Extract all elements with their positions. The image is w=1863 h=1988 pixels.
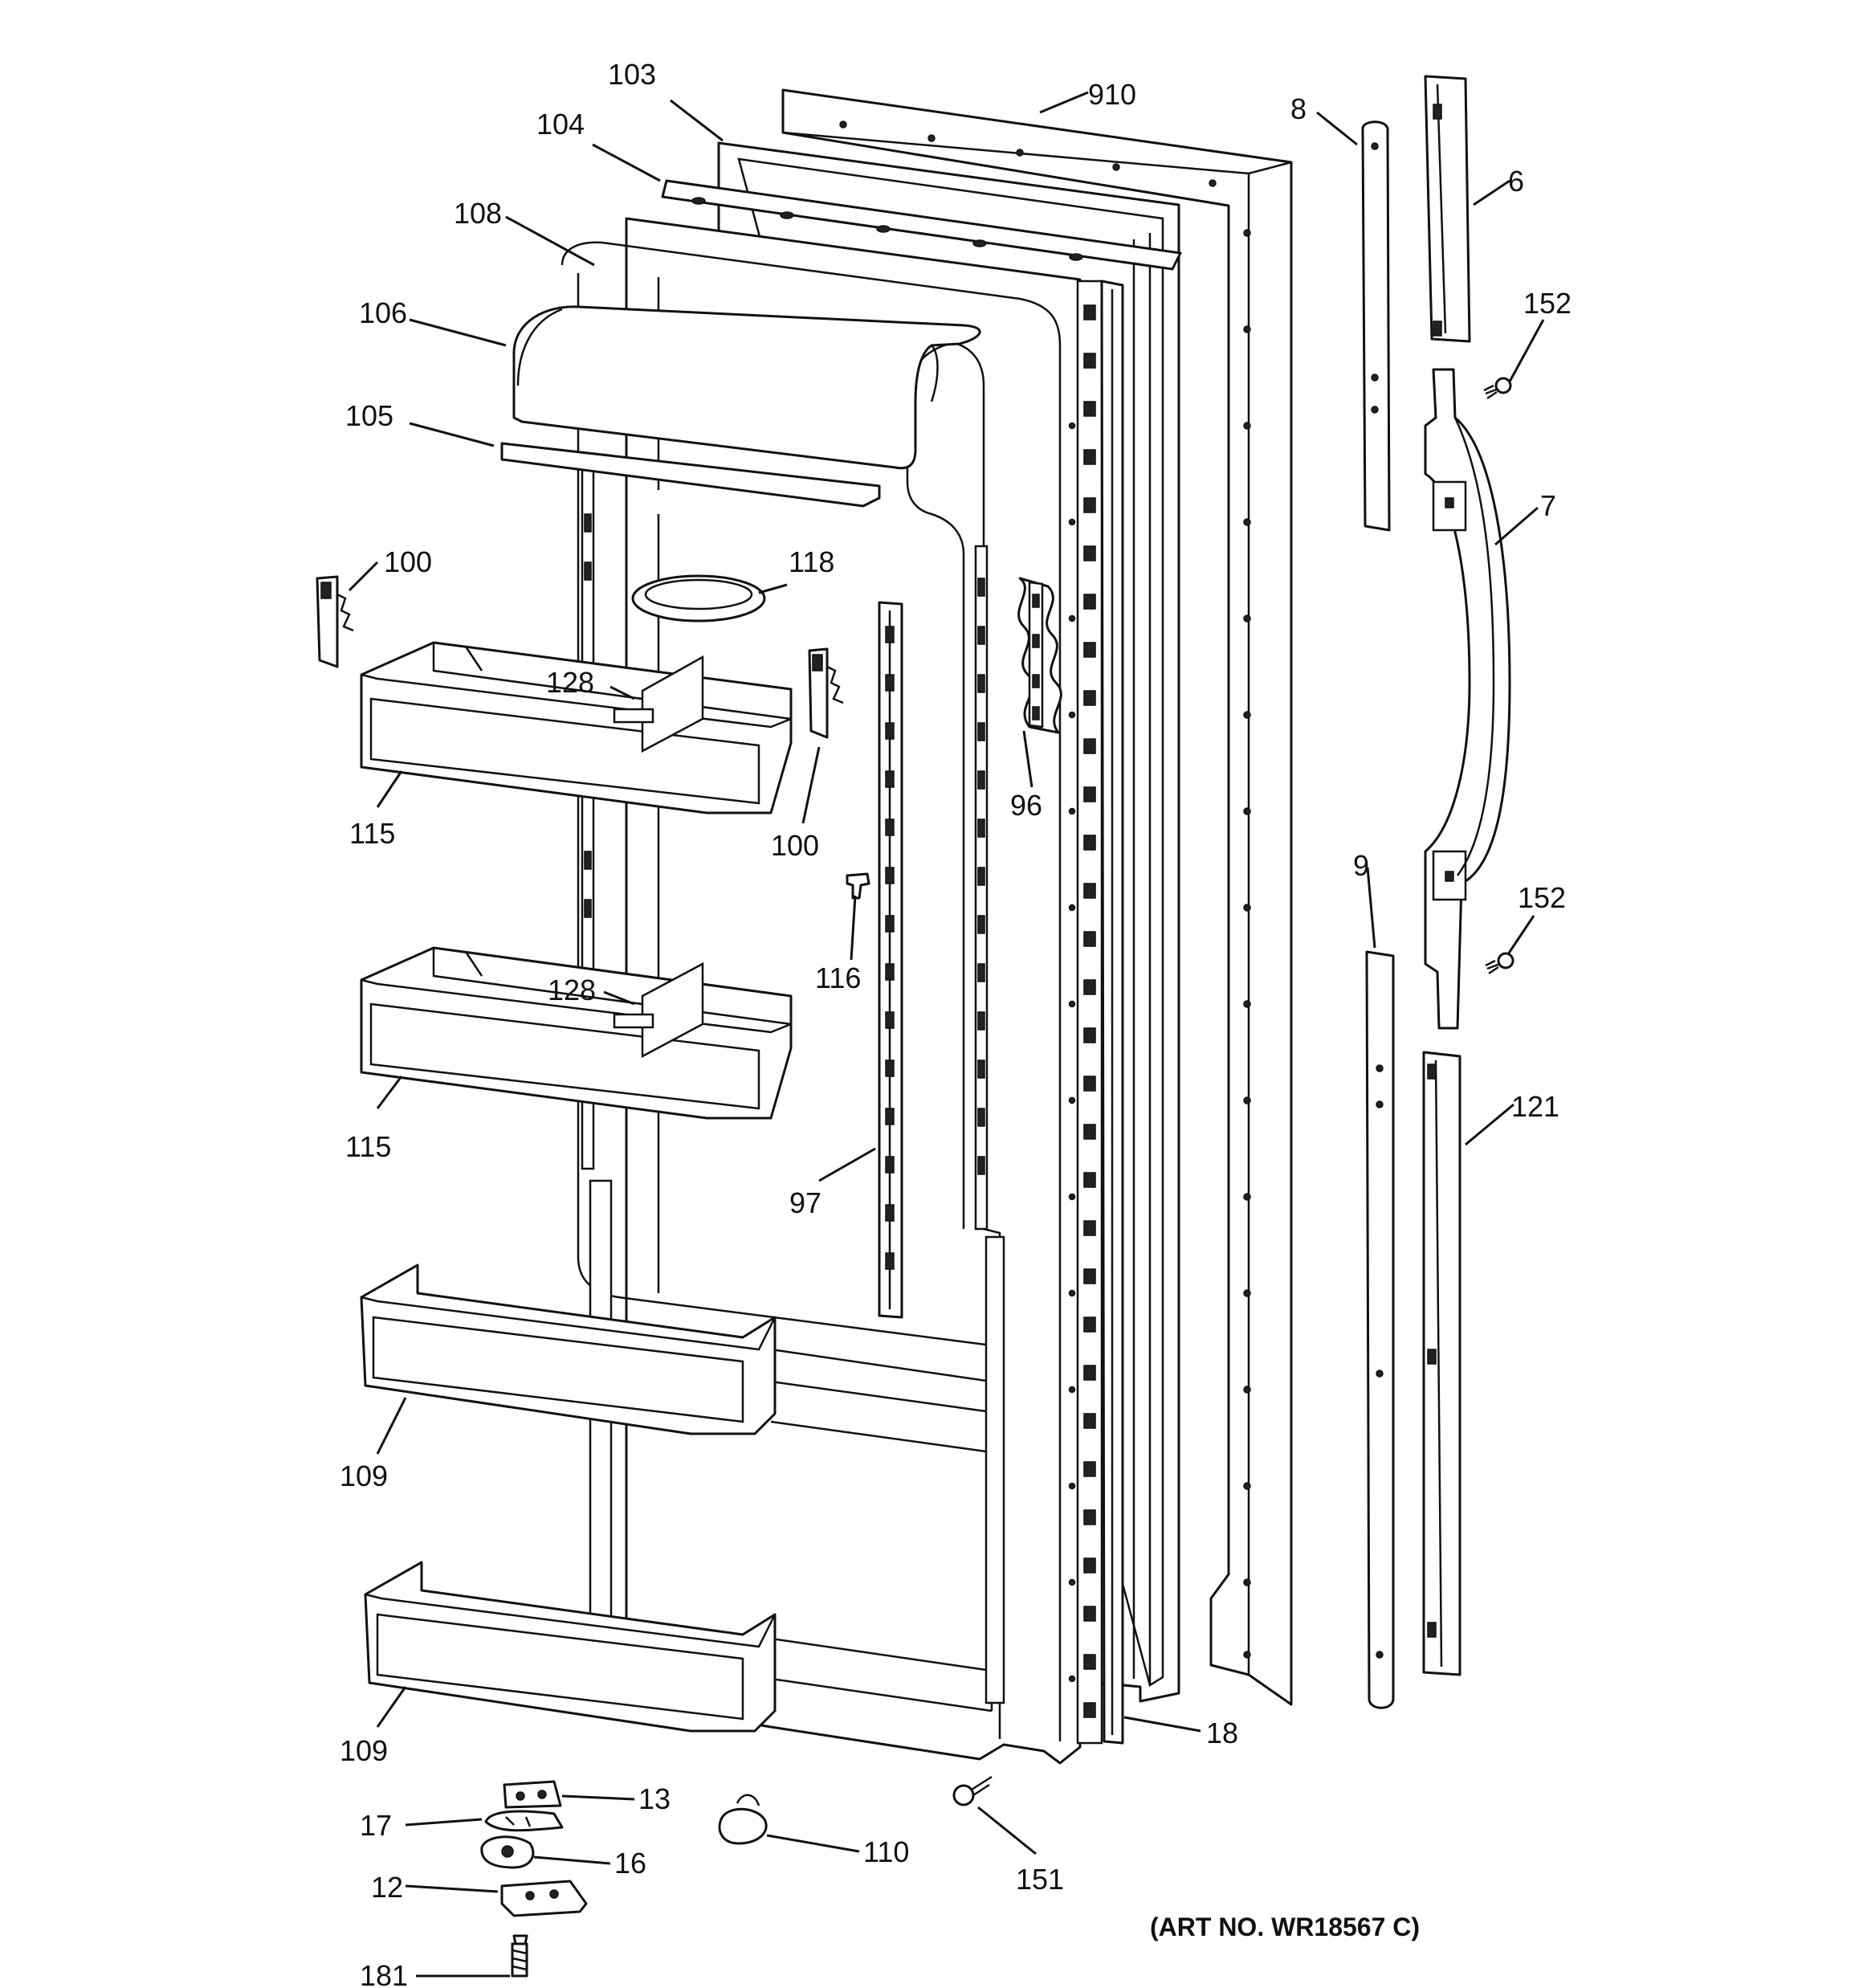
callout-18: 18 <box>1206 1717 1238 1749</box>
hinge-cam <box>480 1835 535 1869</box>
door-stop <box>718 1794 768 1845</box>
callout-17: 17 <box>360 1809 392 1842</box>
cutaway-rail <box>1017 577 1062 734</box>
upper-handle-cap <box>1424 75 1471 343</box>
hinge-shim <box>484 1810 564 1832</box>
callout-110: 110 <box>863 1835 909 1868</box>
callout-115-upper: 115 <box>349 817 395 850</box>
callout-151: 151 <box>1016 1863 1064 1896</box>
callout-116: 116 <box>815 961 861 994</box>
callout-128-lower: 128 <box>548 974 596 1006</box>
callout-13: 13 <box>638 1782 671 1815</box>
dairy-compartment-door <box>512 305 981 470</box>
callout-152-upper: 152 <box>1523 287 1572 320</box>
callout-96: 96 <box>1010 789 1042 822</box>
shelf-support-clip-left <box>316 575 354 668</box>
outer-door-panel <box>781 88 1293 1706</box>
door-bin-middle <box>360 946 793 1120</box>
callout-115-lower: 115 <box>345 1130 391 1163</box>
art-number: (ART NO. WR18567 C) <box>1150 1912 1420 1941</box>
lower-handle-cap <box>1422 1051 1461 1676</box>
door-handle <box>1424 368 1511 1030</box>
callout-105: 105 <box>345 399 393 432</box>
callout-100-upper: 100 <box>384 545 432 578</box>
shelf-support-clip-right <box>808 647 844 739</box>
callout-97: 97 <box>789 1186 821 1219</box>
callout-109-lower: 109 <box>340 1734 388 1767</box>
small-clip <box>846 872 870 900</box>
hinge-screw <box>511 1934 528 1978</box>
callout-181: 181 <box>360 1959 408 1988</box>
callout-118: 118 <box>789 545 834 578</box>
handle-screw-upper <box>1483 377 1512 400</box>
callout-106: 106 <box>359 296 407 329</box>
liner-side-strip <box>1100 280 1124 1745</box>
hinge-plate <box>503 1780 562 1809</box>
hinge-bracket <box>500 1880 588 1917</box>
callout-910: 910 <box>1088 78 1136 111</box>
dairy-door-trim <box>500 442 881 508</box>
handle-screw-lower <box>1485 952 1514 975</box>
door-bin-lower-2 <box>364 1561 777 1733</box>
door-bin-upper <box>360 641 793 814</box>
callout-9: 9 <box>1353 849 1369 882</box>
door-bin-lower-1 <box>360 1263 777 1435</box>
callout-104: 104 <box>536 108 585 141</box>
callout-8: 8 <box>1290 92 1307 125</box>
callout-152-lower: 152 <box>1518 881 1566 914</box>
callout-16: 16 <box>614 1847 646 1880</box>
lower-handle-trim <box>1365 950 1395 1709</box>
oval-light-lens <box>631 574 766 623</box>
callout-labels: 910 103 104 108 106 105 100 118 128 115 … <box>340 58 1572 1988</box>
vertical-shelf-rail <box>878 601 903 1319</box>
callout-103: 103 <box>608 58 656 91</box>
callout-7: 7 <box>1540 489 1556 522</box>
callout-12: 12 <box>371 1871 403 1904</box>
callout-6: 6 <box>1508 165 1524 198</box>
callout-108: 108 <box>454 197 502 230</box>
upper-handle-trim <box>1361 120 1391 532</box>
top-trim-strip <box>661 179 1182 271</box>
callout-109-upper: 109 <box>340 1459 388 1492</box>
callout-128-upper: 128 <box>546 666 594 699</box>
bottom-screw <box>952 1775 993 1806</box>
leader-lines <box>348 91 1545 1978</box>
callout-121: 121 <box>1511 1090 1559 1123</box>
callout-100-lower: 100 <box>771 829 819 862</box>
